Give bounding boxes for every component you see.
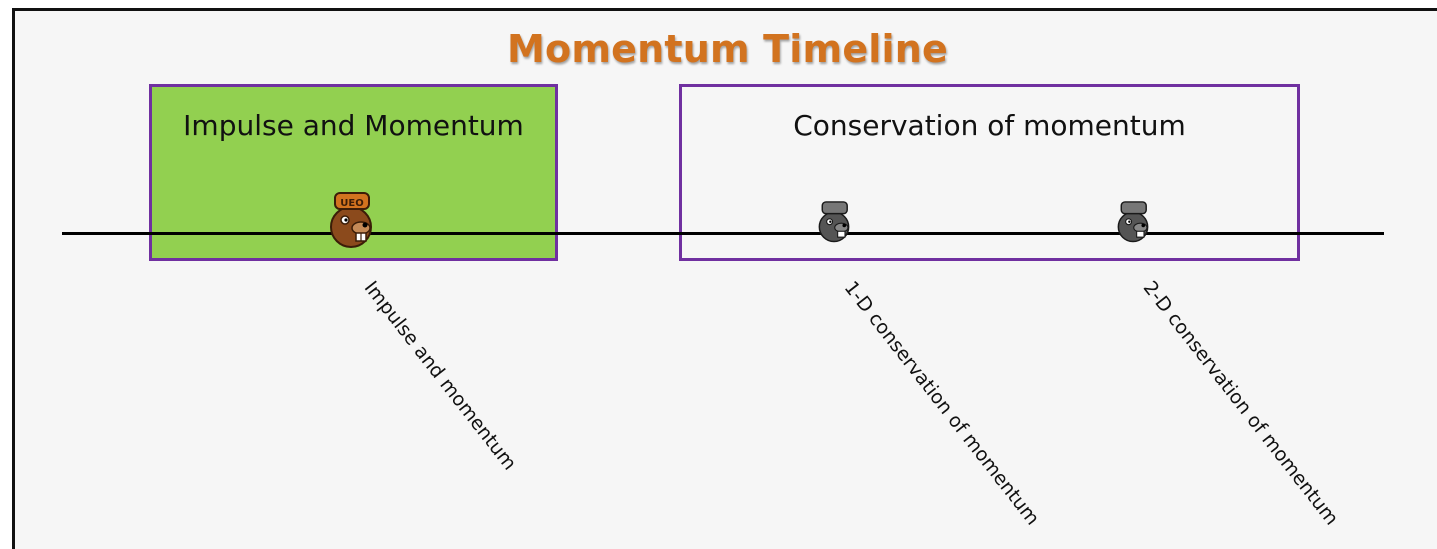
slide-canvas: Momentum Timeline Impulse and Momentum C… xyxy=(12,8,1437,549)
event-label-2d-conservation[interactable]: 2-D conservation of momentum xyxy=(1138,277,1343,530)
event-label-impulse[interactable]: Impulse and momentum xyxy=(359,277,521,475)
event-label-1d-conservation[interactable]: 1-D conservation of momentum xyxy=(839,277,1044,530)
beaver-mascot-icon[interactable]: UEO xyxy=(321,187,381,251)
section-conservation-box[interactable]: Conservation of momentum xyxy=(679,84,1300,261)
page-title: Momentum Timeline xyxy=(507,27,948,71)
section-conservation-label: Conservation of momentum xyxy=(793,109,1186,142)
beaver-mascot-icon[interactable] xyxy=(812,197,856,245)
svg-text:UEO: UEO xyxy=(340,198,363,209)
beaver-mascot-icon[interactable] xyxy=(1111,197,1155,245)
section-impulse-label: Impulse and Momentum xyxy=(183,109,524,142)
timeline-axis xyxy=(62,232,1384,235)
